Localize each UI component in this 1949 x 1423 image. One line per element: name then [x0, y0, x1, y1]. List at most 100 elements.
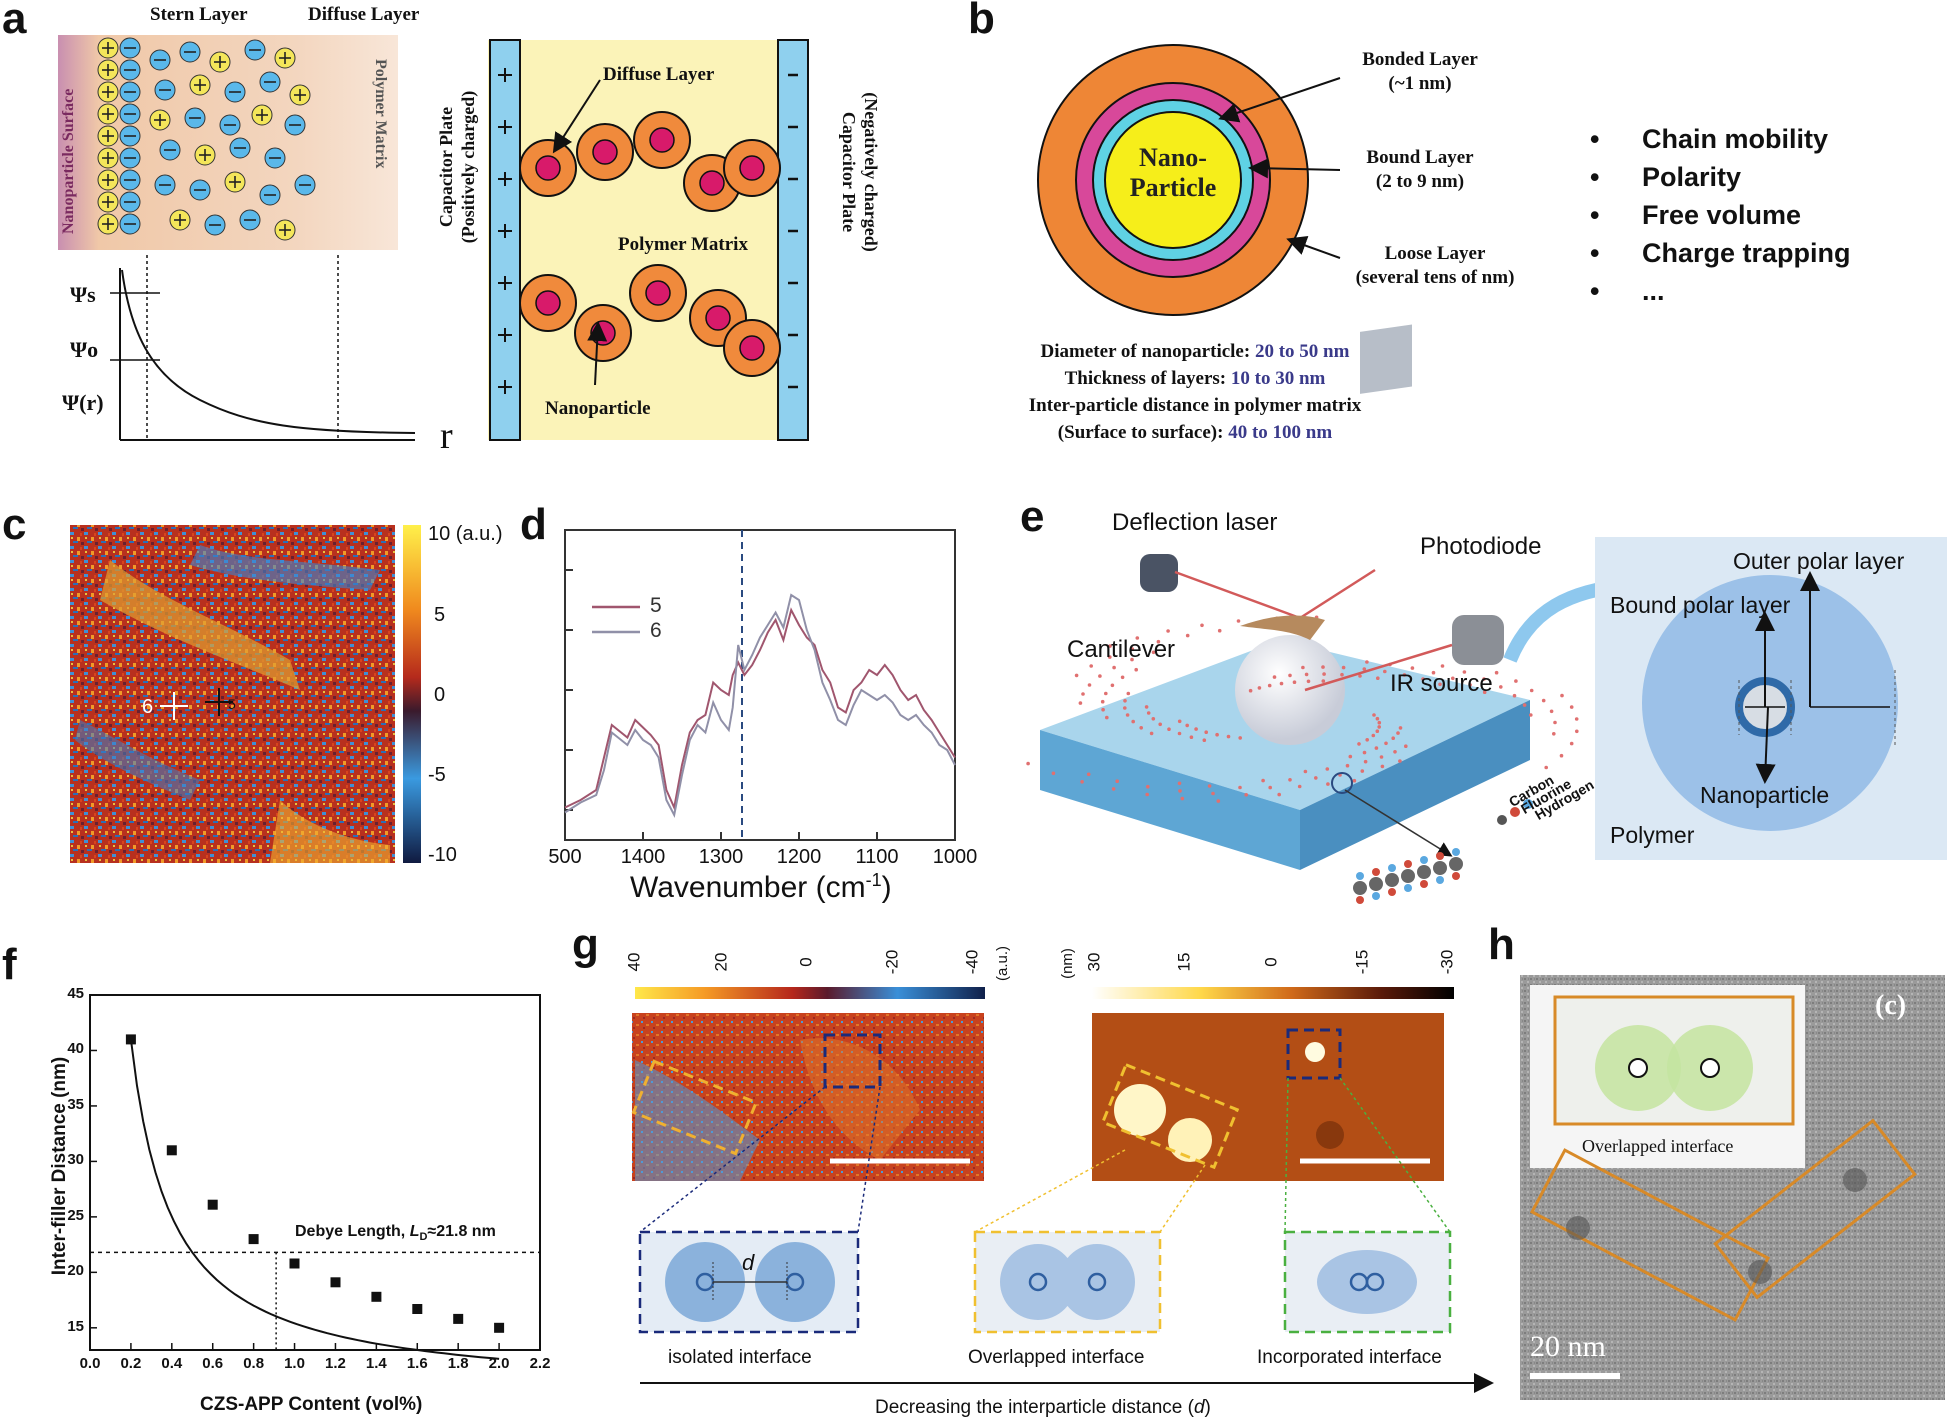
dipole-dot	[1166, 629, 1170, 633]
dipole-dot	[1377, 725, 1381, 729]
particle-shell-icon	[689, 289, 747, 347]
g-cb1-unit: (a.u.)	[994, 945, 1012, 982]
dipole-dot	[1306, 679, 1311, 684]
cation-icon	[209, 51, 231, 73]
dipole-dot	[1207, 784, 1212, 788]
dipole-dot	[1110, 683, 1115, 688]
dipole-dot	[1104, 691, 1108, 696]
dipole-dot	[1089, 664, 1093, 668]
spec-surface-value: 40 to 100 nm	[1228, 422, 1333, 443]
f-x-tick-label: 0.2	[120, 1355, 142, 1372]
dipole-dot	[1279, 681, 1284, 686]
f-x-tick-label: 1.2	[325, 1355, 346, 1372]
dipole-dot	[1304, 672, 1309, 677]
dipole-dot	[1321, 679, 1326, 683]
nanoparticle-label: Nanoparticle	[545, 398, 651, 419]
dipole-dot	[1200, 623, 1204, 628]
spec-thickness: Thickness of layers: 10 to 30 nm	[960, 365, 1430, 392]
cation-icon	[97, 147, 119, 169]
dipole-dot	[1377, 720, 1382, 725]
bound-layer-title: Bound Layer	[1366, 147, 1474, 168]
anion-icon	[159, 139, 181, 161]
panel-f-chart	[89, 994, 541, 1360]
d-x-tick-label: 1400	[620, 846, 666, 868]
dipole-dot	[1376, 676, 1380, 680]
g-cb2-tick-30: 30	[1084, 952, 1104, 972]
polymer-label: Polymer	[1610, 822, 1695, 848]
anion-icon	[154, 174, 176, 196]
dipole-dot	[1552, 732, 1556, 736]
dipole-dot	[1074, 673, 1079, 678]
particle-core-icon	[705, 305, 731, 331]
dipole-dot	[1288, 778, 1292, 782]
cation-icon	[194, 144, 216, 166]
dipole-dot	[1211, 791, 1215, 796]
dipole-dot	[1215, 732, 1219, 737]
side-atom-icon	[1388, 864, 1396, 872]
diffuse-layer-label-right: Diffuse Layer	[603, 64, 715, 85]
side-atom-icon	[1356, 872, 1364, 880]
dipole-dot	[1326, 782, 1330, 786]
dipole-dot	[1185, 723, 1189, 728]
d-x-tick-label: 1000	[932, 846, 978, 868]
dipole-dot	[1574, 717, 1579, 721]
side-atom-icon	[1420, 880, 1428, 888]
colorbar-c-tick-m10: -10	[428, 844, 457, 866]
capacitor-right-label: (Negatively charged) Capacitor Plate	[838, 82, 882, 262]
dipole-dot	[1134, 667, 1138, 672]
panel-c-ir-map	[70, 525, 421, 863]
particle-core-icon	[592, 139, 618, 165]
panel-d-spectra	[564, 529, 956, 841]
particle-shell-icon	[519, 274, 577, 332]
dipole-dot	[1345, 763, 1350, 768]
dipole-dot	[1272, 675, 1277, 679]
dipole-dot	[1358, 674, 1362, 678]
data-point	[125, 1034, 136, 1045]
dipole-dot	[1292, 680, 1297, 684]
capacitor-right-sub: Capacitor Plate	[839, 111, 859, 233]
particle-shell-icon	[723, 139, 781, 197]
dipole-dot	[1081, 692, 1085, 696]
cation-icon	[97, 59, 119, 81]
f-x-tick-label: 0.8	[243, 1355, 265, 1372]
dipole-dot	[1375, 729, 1380, 733]
core-line-2: Particle	[1129, 173, 1217, 202]
dipole-dot	[1202, 738, 1207, 742]
dipole-dot	[1391, 736, 1395, 740]
dipole-dot	[1529, 688, 1534, 693]
d-x-tick-label: 1200	[776, 846, 822, 868]
outer-polar-label: Outer polar layer	[1733, 548, 1905, 574]
g-cb2-unit: (nm)	[1058, 948, 1076, 979]
f-x-tick-label: 2.2	[529, 1355, 551, 1372]
bullet-item: Chain mobility	[1590, 120, 1851, 158]
layer-specs: Diameter of nanoparticle: 20 to 50 nm Th…	[960, 338, 1430, 446]
side-atom-icon	[1372, 892, 1380, 900]
dipole-dot	[1087, 683, 1092, 687]
data-point	[207, 1199, 218, 1210]
dipole-dot	[1340, 672, 1344, 677]
g-distance-label: d	[742, 1250, 755, 1275]
dipole-dot	[1325, 767, 1330, 771]
dipole-dot	[1145, 792, 1149, 797]
panel-g-maps	[631, 987, 1494, 1393]
particle-core-icon	[645, 280, 671, 306]
polymer-matrix-label-right: Polymer Matrix	[618, 234, 748, 255]
f-y-tick-label: 25	[67, 1206, 84, 1224]
f-y-tick-label: 35	[67, 1095, 84, 1113]
dipole-dot	[1365, 660, 1369, 664]
dipole-dot	[1146, 784, 1150, 789]
panel-a-edl-schematic	[58, 35, 416, 441]
capacitor-left-label: Capacitor Plate (Positively charged)	[435, 82, 479, 252]
anion-icon	[224, 81, 246, 103]
spec-surface: (Surface to surface): 40 to 100 nm	[960, 419, 1430, 446]
dipole-dot	[1371, 733, 1376, 738]
anion-icon	[119, 103, 141, 125]
spec-diameter: Diameter of nanoparticle: 20 to 50 nm	[960, 338, 1430, 365]
side-atom-icon	[1452, 848, 1460, 856]
g-cb1-tick-m20: -20	[882, 949, 902, 975]
polymer-matrix-label-left: Polymer Matrix	[372, 59, 389, 169]
particle-shell-icon	[629, 264, 687, 322]
diffuse-layer-label-top: Diffuse Layer	[308, 4, 420, 25]
anion-icon	[239, 209, 261, 231]
dipole-dot	[1158, 722, 1162, 727]
